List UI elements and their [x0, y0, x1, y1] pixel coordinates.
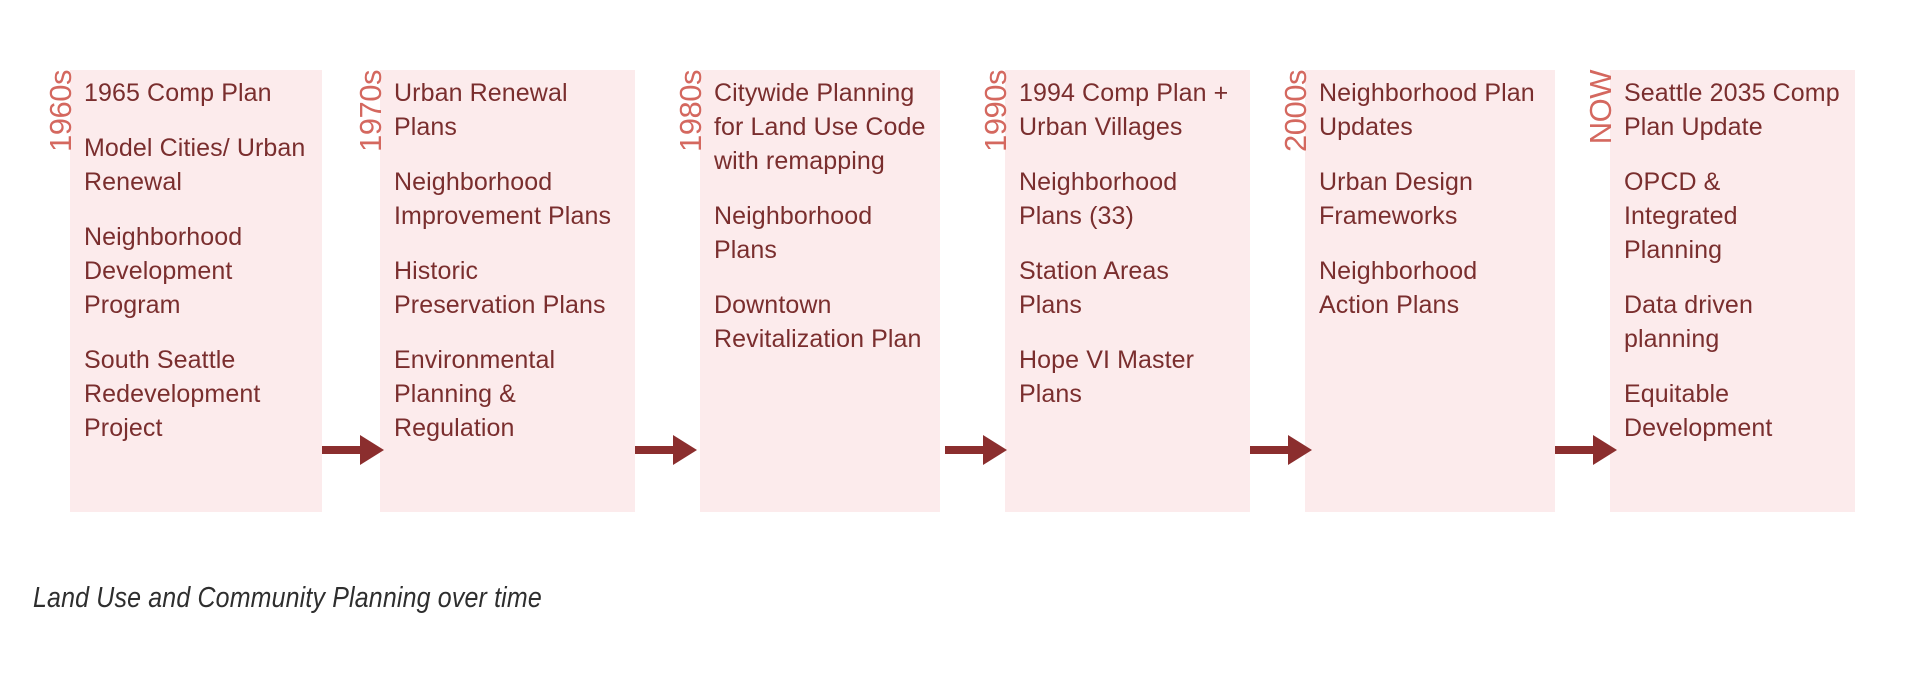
era-entry: OPCD & Integrated Planning — [1624, 168, 1738, 264]
right-arrow-icon — [1250, 435, 1312, 465]
right-arrow-icon — [945, 435, 1007, 465]
era-entry: Neighborhood Plan Updates — [1319, 79, 1535, 141]
arrow-shaft — [635, 446, 675, 454]
era-entry: Neighborhood Improvement Plans — [394, 168, 612, 230]
arrow-shaft — [945, 446, 985, 454]
era-entry-list: Citywide Planning for Land Use Code with… — [714, 76, 926, 356]
arrow-head — [673, 435, 697, 465]
era-entry: 1965 Comp Plan — [84, 79, 272, 107]
arrow-head — [983, 435, 1007, 465]
era-entry: Seattle 2035 Comp Plan Update — [1624, 79, 1840, 141]
era-entry: Downtown Revitalization Plan — [714, 291, 922, 353]
era-entry: Hope VI Master Plans — [1019, 346, 1195, 408]
era-entry: Citywide Planning for Land Use Code with… — [714, 79, 926, 175]
era-entry: Neighborhood Development Program — [84, 223, 243, 319]
era-entry: Historic Preservation Plans — [394, 257, 606, 319]
arrow-shaft — [1555, 446, 1595, 454]
figure-caption: Land Use and Community Planning over tim… — [33, 582, 542, 614]
arrow-shaft — [1250, 446, 1290, 454]
era-entry: Data driven planning — [1624, 291, 1753, 353]
arrow-shaft — [322, 446, 362, 454]
era-entry: Neighborhood Action Plans — [1319, 257, 1478, 319]
era-entry: Urban Renewal Plans — [394, 79, 568, 141]
right-arrow-icon — [635, 435, 697, 465]
right-arrow-icon — [1555, 435, 1617, 465]
era-entry: Equitable Development — [1624, 380, 1773, 442]
era-card-1980s: Citywide Planning for Land Use Code with… — [700, 70, 940, 512]
arrow-head — [1593, 435, 1617, 465]
era-entry: Urban Design Frameworks — [1319, 168, 1474, 230]
era-entry: Model Cities/ Urban Renewal — [84, 134, 306, 196]
era-entry: 1994 Comp Plan + Urban Villages — [1019, 79, 1229, 141]
arrow-head — [1288, 435, 1312, 465]
era-entry: Station Areas Plans — [1019, 257, 1170, 319]
era-entry: Environmental Planning & Regulation — [394, 346, 556, 442]
era-entry: Neighborhood Plans — [714, 202, 873, 264]
arrow-head — [360, 435, 384, 465]
right-arrow-icon — [322, 435, 384, 465]
era-entry: South Seattle Redevelopment Project — [84, 346, 261, 442]
era-entry: Neighborhood Plans (33) — [1019, 168, 1178, 230]
